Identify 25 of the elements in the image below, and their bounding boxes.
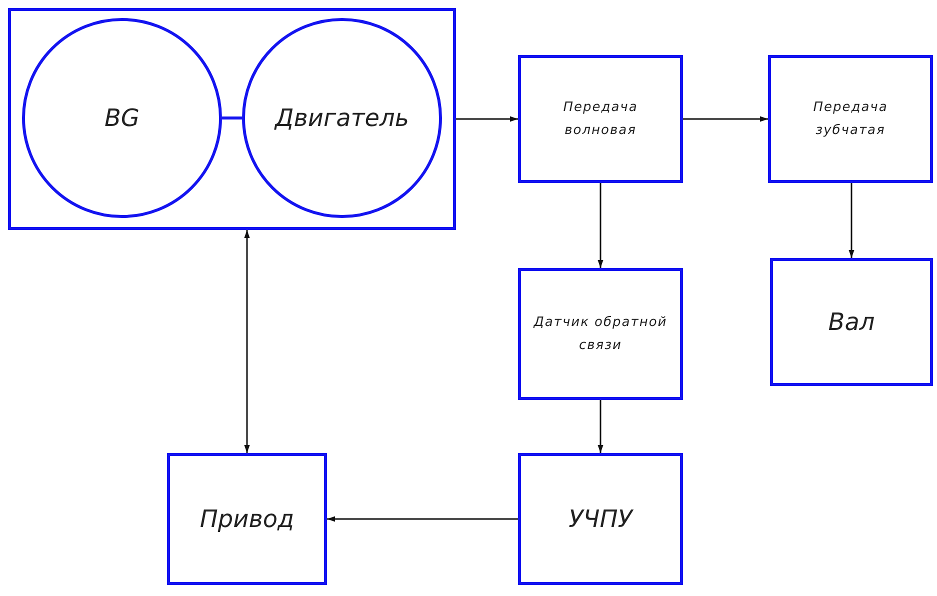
connector-line bbox=[222, 116, 242, 120]
arrow bbox=[327, 516, 518, 522]
arrow bbox=[598, 183, 604, 268]
arrow bbox=[598, 400, 604, 453]
process-box bbox=[518, 453, 683, 585]
arrow bbox=[456, 116, 518, 122]
arrow bbox=[683, 116, 768, 122]
process-box bbox=[518, 268, 683, 400]
node-label: BG bbox=[103, 104, 141, 132]
process-box bbox=[518, 55, 683, 183]
arrow bbox=[848, 183, 854, 258]
arrow bbox=[244, 230, 250, 453]
process-box bbox=[768, 55, 933, 183]
process-box bbox=[770, 258, 933, 386]
node-label: Привод bbox=[198, 504, 296, 534]
enclosure-box bbox=[8, 8, 456, 230]
node-label: Двигатель bbox=[273, 104, 410, 132]
circle-node bbox=[242, 18, 442, 218]
node-label: Передача волновая bbox=[562, 98, 639, 140]
node-label: Вал bbox=[827, 308, 876, 336]
node-label: УЧПУ bbox=[568, 504, 634, 534]
node-label: Передача зубчатая bbox=[812, 98, 889, 140]
process-box bbox=[167, 453, 327, 585]
circle-node bbox=[22, 18, 222, 218]
node-label: Датчик обратной связи bbox=[532, 314, 668, 355]
